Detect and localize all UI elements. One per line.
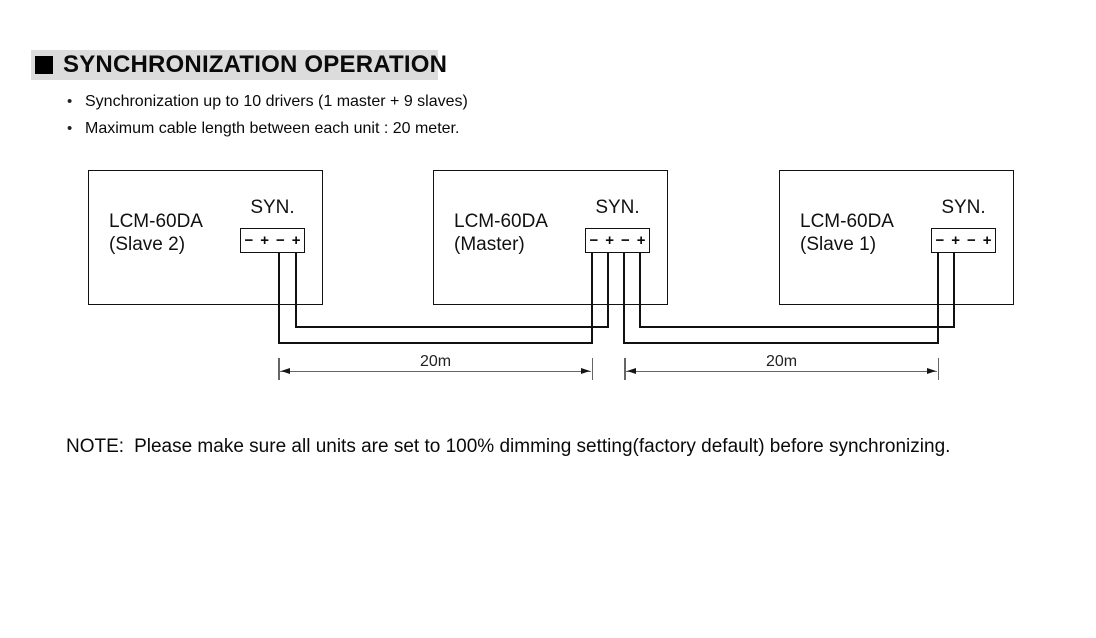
terminal-sign: + [636, 231, 646, 249]
unit-model-label: LCM-60DA [109, 211, 203, 232]
wire-horizontal-left-minus [278, 342, 593, 344]
wire-vertical-slave1-minus [937, 252, 939, 344]
terminal-sign: − [966, 231, 976, 249]
terminal-sign: + [605, 231, 614, 249]
syn-port-label: SYN. [595, 197, 640, 218]
syn-terminal-block: − + − + [240, 228, 305, 253]
bullet-item: • Synchronization up to 10 drivers (1 ma… [67, 88, 468, 115]
bullet-glyph: • [67, 120, 73, 137]
wire-vertical-master-t2 [607, 252, 609, 328]
bullet-text: Synchronization up to 10 drivers (1 mast… [85, 93, 468, 110]
wire-horizontal-right-plus [639, 326, 955, 328]
note-prefix: NOTE: [66, 436, 125, 457]
dimension-line-left: 20m [278, 353, 593, 381]
bullet-list: • Synchronization up to 10 drivers (1 ma… [67, 88, 468, 142]
terminal-sign: − [620, 231, 630, 249]
syn-port-label: SYN. [941, 197, 986, 218]
wire-vertical-slave2-plus [295, 252, 297, 328]
terminal-sign: + [291, 231, 301, 249]
bullet-glyph: • [67, 93, 73, 110]
dimension-tick [624, 358, 626, 380]
driver-unit-box-slave2: LCM-60DA (Slave 2) SYN. − + − + [88, 170, 323, 305]
dimension-tick [937, 358, 939, 380]
terminal-sign: − [244, 231, 254, 249]
syn-terminal-block: − + − + [931, 228, 996, 253]
terminal-sign: + [982, 231, 992, 249]
terminal-sign: − [275, 231, 285, 249]
note-text: Please make sure all units are set to 10… [134, 436, 951, 457]
unit-label: LCM-60DA (Slave 2) [109, 210, 203, 256]
unit-label: LCM-60DA (Master) [454, 210, 548, 256]
note-line: NOTE: Please make sure all units are set … [66, 436, 950, 458]
dimension-tick [591, 358, 593, 380]
unit-label: LCM-60DA (Slave 1) [800, 210, 894, 256]
driver-unit-box-slave1: LCM-60DA (Slave 1) SYN. − + − + [779, 170, 1014, 305]
dimension-rule [626, 371, 937, 373]
dimension-label: 20m [419, 353, 452, 370]
unit-role-label: (Slave 2) [109, 234, 186, 255]
driver-unit-box-master: LCM-60DA (Master) SYN. − + − + [433, 170, 668, 305]
section-marker-icon [35, 56, 53, 74]
unit-model-label: LCM-60DA [454, 211, 548, 232]
wire-vertical-slave2-minus [278, 252, 280, 344]
wire-vertical-master-t3 [623, 252, 625, 344]
syn-terminal-block: − + − + [585, 228, 650, 253]
arrow-right-icon [927, 368, 936, 374]
wire-horizontal-left-plus [295, 326, 609, 328]
terminal-sign: − [935, 231, 945, 249]
arrow-left-icon [627, 368, 636, 374]
arrow-right-icon [581, 368, 590, 374]
wire-vertical-master-t1 [591, 252, 593, 344]
wire-vertical-master-t4 [639, 252, 641, 328]
dimension-label: 20m [765, 353, 798, 370]
arrow-left-icon [281, 368, 290, 374]
unit-role-label: (Slave 1) [800, 234, 877, 255]
section-header: SYNCHRONIZATION OPERATION [31, 50, 447, 80]
terminal-sign: − [589, 231, 599, 249]
dimension-line-right: 20m [624, 353, 939, 381]
unit-role-label: (Master) [454, 234, 525, 255]
terminal-sign: + [260, 231, 269, 249]
bullet-text: Maximum cable length between each unit :… [85, 120, 460, 137]
syn-port-label: SYN. [250, 197, 295, 218]
unit-model-label: LCM-60DA [800, 211, 894, 232]
page-title: SYNCHRONIZATION OPERATION [63, 51, 448, 78]
terminal-sign: + [951, 231, 960, 249]
dimension-rule [280, 371, 591, 373]
dimension-tick [278, 358, 280, 380]
wire-vertical-slave1-plus [953, 252, 955, 328]
wire-horizontal-right-minus [623, 342, 939, 344]
bullet-item: • Maximum cable length between each unit… [67, 115, 468, 142]
